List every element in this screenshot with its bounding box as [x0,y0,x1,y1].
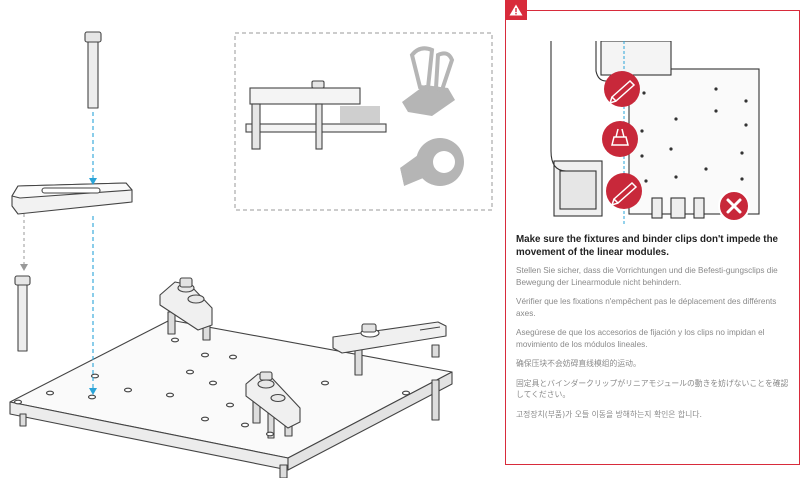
detail-inset [234,32,493,211]
clamp-front [245,371,301,437]
assembly-illustration [9,31,493,478]
warning-headline-en: Make sure the fixtures and binder clips … [516,234,778,258]
tape-roll-icon [398,138,464,186]
clamp-back [159,277,213,341]
warning-text-zh: 确保压块不会妨碍直线模组的运动。 [516,359,641,368]
clamp-right [332,321,447,376]
warning-triangle-icon [505,0,527,20]
warning-text-es: Asegúrese de que los accesorios de fijac… [516,328,765,349]
pencil-icon [606,173,642,209]
warning-text-ja: 固定具とバインダークリップがリニアモジュールの動きを妨げないことを確認してくださ… [516,378,789,400]
warning-text-ko: 고정장치(부품)가 오들 이동을 방해하는지 확인은 합니다. [516,409,702,419]
screw-small [14,275,31,352]
warning-text-fr: Vérifier que les fixations n'empêchent p… [516,297,777,318]
pencil-icon [604,71,640,107]
warning-panel: Make sure the fixtures and binder clips … [505,0,800,465]
binder-clip-icon [602,121,638,157]
linear-module-illustration [550,41,760,226]
binder-clip-icon [402,46,455,116]
warning-text-block: Make sure the fixtures and binder clips … [516,233,794,428]
warning-text-de: Stellen Sie sicher, dass die Vorrichtung… [516,266,778,287]
screw-top [84,31,102,109]
close-x-icon [718,190,750,222]
base-plate [9,319,453,471]
fixture-bar [11,182,133,215]
